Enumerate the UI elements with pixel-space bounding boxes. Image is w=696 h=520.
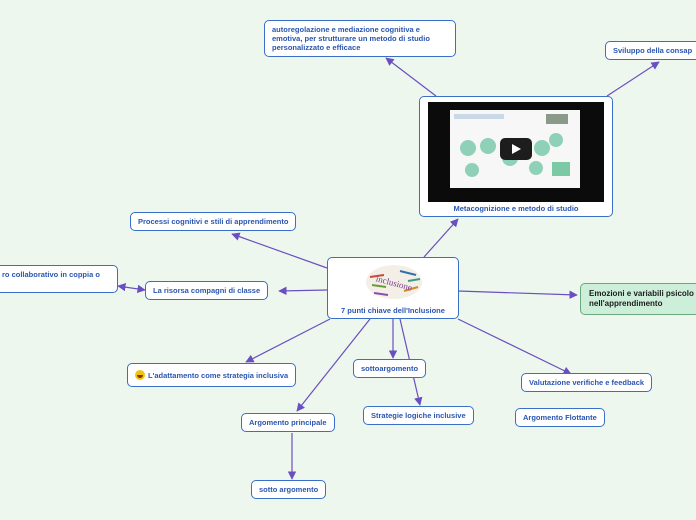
node-argomento-principale[interactable]: Argomento principale <box>241 413 335 432</box>
edge-adattamento <box>245 318 331 363</box>
video-thumbnail[interactable] <box>428 102 604 202</box>
node-risorsa-compagni[interactable]: La risorsa compagni di classe <box>145 281 269 300</box>
central-topic-label: 7 punti chiave dell'Inclusione <box>341 306 445 315</box>
node-autoregolazione[interactable]: autoregolazione e mediazione cognitiva e… <box>264 20 456 57</box>
edge-emozioni <box>457 290 578 299</box>
node-adattamento-label: L'adattamento come strategia inclusiva <box>148 371 289 380</box>
edge-sviluppo <box>606 61 660 97</box>
edge-autoregolazione <box>385 57 437 97</box>
node-adattamento[interactable]: L'adattamento come strategia inclusiva <box>127 363 297 387</box>
word-cloud-icon: inclusione <box>366 265 422 299</box>
edge-risorsa <box>278 286 328 296</box>
edge-processi <box>231 232 328 269</box>
edge-valutazione <box>457 318 572 375</box>
play-icon[interactable] <box>500 138 532 160</box>
node-processi-cognitivi[interactable]: Processi cognitivi e stili di apprendime… <box>130 212 297 231</box>
node-metacognizione-video[interactable]: Metacognizione e metodo di studio <box>419 96 613 217</box>
edge-argomento-principale <box>296 318 371 412</box>
node-sottoargomento[interactable]: sottoargomento <box>353 359 427 378</box>
slide-diagram-icon <box>454 114 570 177</box>
edge-lavoro <box>117 282 146 294</box>
node-lavoro-collaborativo[interactable]: ro collaborativo in coppia o <box>0 265 118 293</box>
node-argomento-flottante[interactable]: Argomento Flottante <box>515 408 605 427</box>
edge-metacognizione <box>423 218 459 258</box>
node-emozioni-label: Emozioni e variabili psicolo nell'appren… <box>589 289 694 308</box>
node-strategie-logiche[interactable]: Strategie logiche inclusive <box>363 406 474 425</box>
central-topic[interactable]: inclusione 7 punti chiave dell'Inclusion… <box>327 257 459 319</box>
node-sviluppo-consapevolezza[interactable]: Sviluppo della consap <box>605 41 696 60</box>
laughing-emoji-icon <box>135 370 145 380</box>
node-metacognizione-label: Metacognizione e metodo di studio <box>453 204 579 213</box>
node-valutazione[interactable]: Valutazione verifiche e feedback <box>521 373 653 392</box>
node-sotto-argomento[interactable]: sotto argomento <box>251 480 327 499</box>
node-emozioni[interactable]: Emozioni e variabili psicolo nell'appren… <box>580 283 696 315</box>
